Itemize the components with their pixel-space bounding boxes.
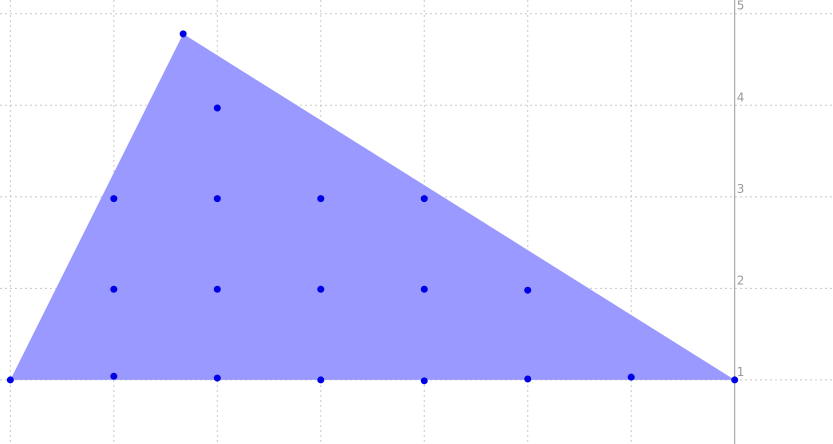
- lattice-point: [110, 285, 118, 293]
- y-tick-label: 4: [737, 90, 745, 104]
- lattice-point: [524, 375, 532, 383]
- lattice-point: [627, 373, 635, 381]
- lattice-point: [179, 30, 187, 38]
- lattice-point: [6, 376, 14, 384]
- lattice-point: [524, 286, 532, 294]
- lattice-point: [213, 195, 221, 203]
- lattice-point: [420, 285, 428, 293]
- lattice-point: [731, 376, 739, 384]
- y-tick-label: 5: [737, 0, 745, 13]
- lattice-point: [213, 374, 221, 382]
- lattice-point: [213, 285, 221, 293]
- lattice-point: [317, 285, 325, 293]
- lattice-point: [317, 376, 325, 384]
- lattice-point: [213, 104, 221, 112]
- lattice-point: [420, 195, 428, 203]
- y-axis: 1 2 3 4 5: [734, 0, 745, 444]
- y-tick-label: 3: [737, 182, 745, 196]
- y-tick-label: 2: [737, 273, 745, 287]
- lattice-point: [110, 195, 118, 203]
- lattice-point: [110, 372, 118, 380]
- lattice-points: [6, 30, 739, 385]
- triangle-region: [10, 33, 735, 380]
- lattice-point: [420, 377, 428, 385]
- y-tick-label: 1: [737, 365, 745, 379]
- triangle-layer: [10, 33, 735, 380]
- lattice-point: [317, 195, 325, 203]
